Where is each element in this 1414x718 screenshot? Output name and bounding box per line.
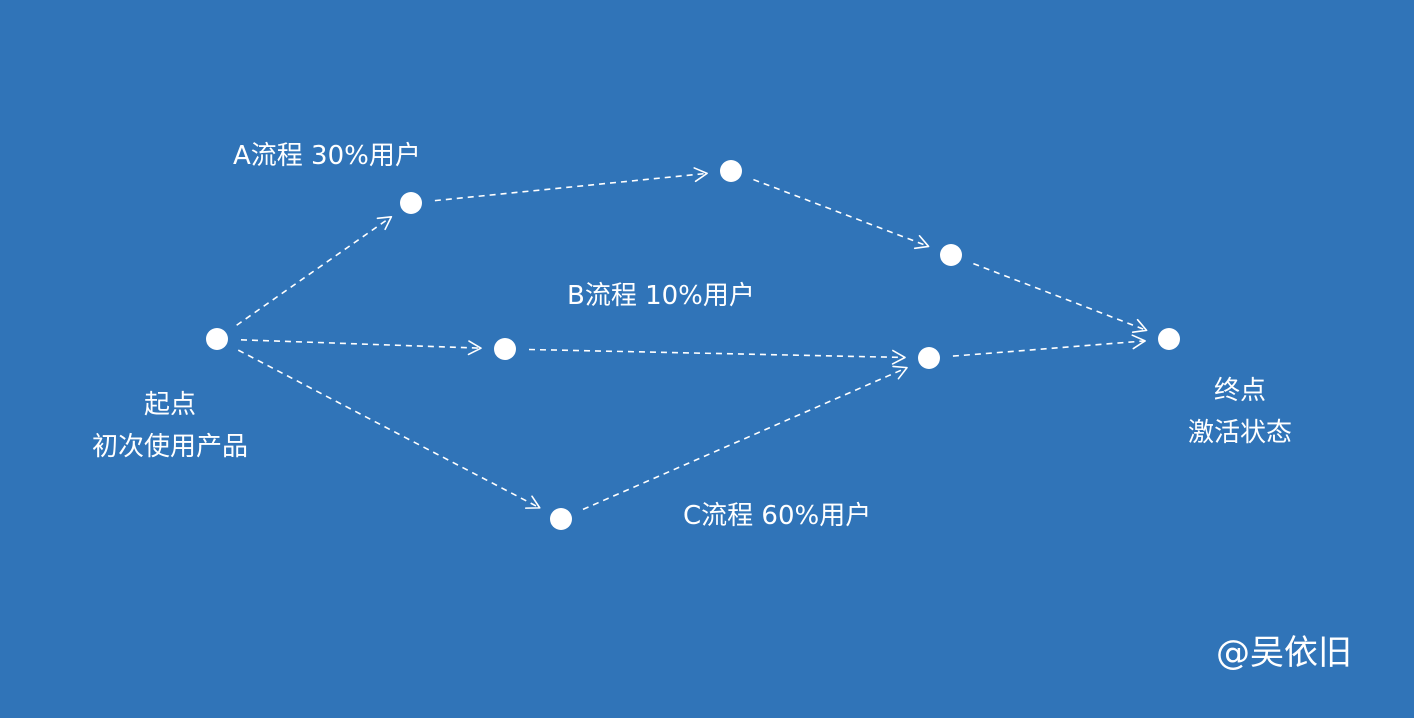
edge-a2-to-a3 bbox=[753, 178, 929, 248]
node-merge bbox=[918, 347, 940, 369]
node-a2 bbox=[720, 160, 742, 182]
arrowhead-merge-to-end bbox=[1131, 334, 1146, 350]
arrowhead-a3-to-end bbox=[1131, 318, 1148, 334]
arrowhead-b1-to-merge bbox=[891, 349, 906, 365]
node-start bbox=[206, 328, 228, 350]
node-a1 bbox=[400, 192, 422, 214]
node-a3 bbox=[940, 244, 962, 266]
edge-group bbox=[236, 167, 1148, 511]
edge-start-to-c1 bbox=[237, 349, 541, 509]
end-subtitle: 激活状态 bbox=[1187, 418, 1292, 448]
end-title: 终点 bbox=[1213, 376, 1266, 406]
arrowhead-start-to-a1 bbox=[376, 215, 393, 231]
author-watermark: @吴依旧 bbox=[1216, 633, 1352, 673]
flow-b-label: B流程 10%用户 bbox=[567, 281, 755, 311]
flow-c-label: C流程 60%用户 bbox=[683, 501, 872, 531]
edge-merge-to-end bbox=[952, 340, 1146, 357]
arrowhead-start-to-b1 bbox=[467, 340, 482, 356]
node-c1 bbox=[550, 508, 572, 530]
node-b1 bbox=[494, 338, 516, 360]
start-label: 起点 初次使用产品 bbox=[70, 384, 270, 468]
edge-start-to-a1 bbox=[236, 216, 392, 326]
edge-start-to-b1 bbox=[240, 339, 482, 349]
edge-c1-to-merge bbox=[582, 366, 908, 511]
arrowhead-a1-to-a2 bbox=[693, 167, 708, 183]
end-label: 终点 激活状态 bbox=[1170, 370, 1310, 454]
arrowhead-c1-to-merge bbox=[892, 365, 908, 380]
start-title: 起点 bbox=[143, 390, 196, 420]
edge-b1-to-merge bbox=[528, 348, 906, 359]
edge-a3-to-end bbox=[973, 262, 1147, 332]
arrowhead-start-to-c1 bbox=[524, 495, 541, 509]
arrowhead-a2-to-a3 bbox=[913, 234, 930, 250]
node-group bbox=[206, 160, 1180, 530]
edge-a1-to-a2 bbox=[434, 172, 708, 202]
start-subtitle: 初次使用产品 bbox=[91, 432, 248, 462]
flow-a-label: A流程 30%用户 bbox=[233, 141, 421, 171]
node-end bbox=[1158, 328, 1180, 350]
